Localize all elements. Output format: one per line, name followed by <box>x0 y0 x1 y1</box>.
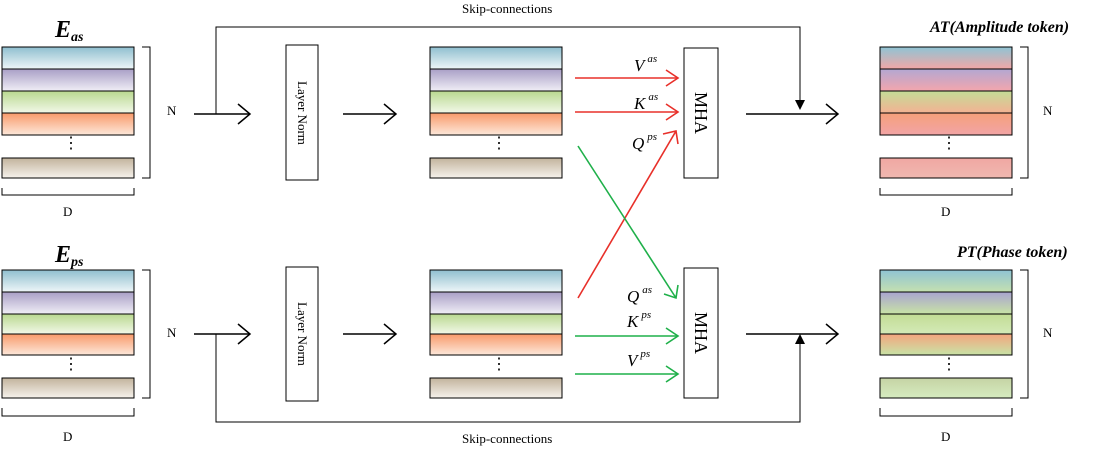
arrow-to-layernorm-bottom <box>194 323 252 345</box>
layer-norm-label-bottom: Layer Norm <box>295 302 310 366</box>
layer-norm-box-bottom <box>285 266 319 402</box>
green-cross-arrow <box>577 145 679 300</box>
mha-label-top: MHA <box>691 91 711 134</box>
ellipsis-top-output: ⋮ <box>941 135 957 152</box>
ellipsis-top-normalized: ⋮ <box>491 135 507 152</box>
d-bracket-top-input <box>1 188 135 196</box>
d-label-top-input: D <box>63 204 73 219</box>
skip-label-top: Skip-connections <box>462 1 553 16</box>
d-bracket-bottom-input <box>1 408 135 417</box>
n-bracket-bottom-input <box>142 269 151 399</box>
d-label-bottom-input: D <box>63 429 73 444</box>
ellipsis-bottom-input: ⋮ <box>63 356 79 373</box>
layer-norm-label-top: Layer Norm <box>295 80 310 145</box>
embedding-stack-as <box>1 46 135 179</box>
n-bracket-top-input <box>142 46 151 179</box>
n-label-top-output: N <box>1043 103 1053 118</box>
mha-box-top <box>683 47 719 179</box>
arrow-to-layernorm-top <box>194 103 252 125</box>
normalized-stack-top <box>429 46 563 179</box>
arrow-layernorm-to-stack-top <box>343 103 398 125</box>
layer-norm-box-top <box>285 44 319 181</box>
d-bracket-top-output <box>879 188 1013 196</box>
output-title-at: AT(Amplitude token) <box>930 19 1070 36</box>
n-label-bottom-output: N <box>1043 325 1053 340</box>
red-arrows-top <box>575 69 680 299</box>
ellipsis-bottom-normalized: ⋮ <box>491 356 507 373</box>
output-title-pt: PT(Phase token) <box>957 244 1068 261</box>
skip-label-bottom: Skip-connections <box>462 431 553 446</box>
normalized-stack-bottom <box>429 269 563 399</box>
arrow-mha-to-output-top <box>746 103 840 125</box>
output-stack-at <box>879 46 1013 179</box>
title-e-as: Eas <box>55 17 84 45</box>
mha-label-bottom: MHA <box>691 311 711 354</box>
arrow-mha-to-output-bottom <box>746 323 840 345</box>
n-bracket-top-output <box>1020 46 1029 179</box>
n-label-bottom-input: N <box>167 325 177 340</box>
n-label-top-input: N <box>167 103 177 118</box>
embedding-stack-ps <box>1 269 135 399</box>
d-label-bottom-output: D <box>941 429 951 444</box>
output-stack-pt <box>879 269 1013 399</box>
n-bracket-bottom-output <box>1020 269 1029 399</box>
ellipsis-top-input: ⋮ <box>63 135 79 152</box>
green-arrows-bottom <box>575 327 680 383</box>
mha-box-bottom <box>683 267 719 399</box>
d-bracket-bottom-output <box>879 408 1013 417</box>
d-label-top-output: D <box>941 204 951 219</box>
title-e-ps: Eps <box>55 242 84 270</box>
ellipsis-bottom-output: ⋮ <box>941 356 957 373</box>
arrow-layernorm-to-stack-bottom <box>343 323 398 345</box>
